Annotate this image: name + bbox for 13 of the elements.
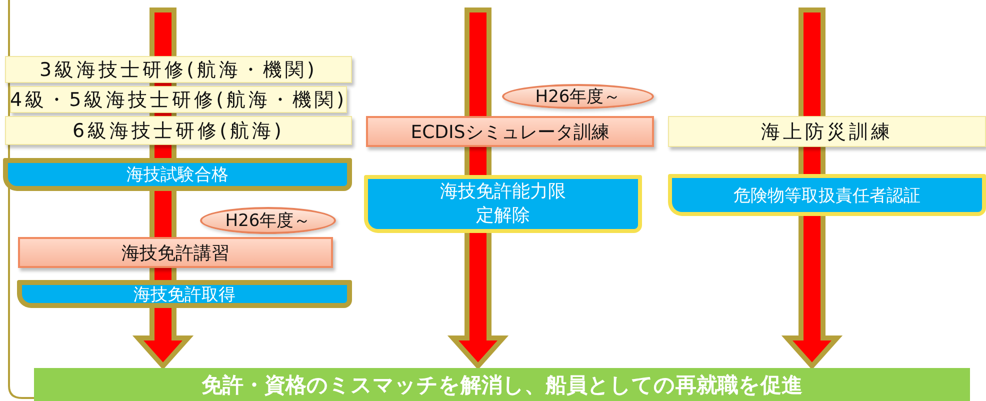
course-box: 海上防災訓練 bbox=[668, 116, 986, 147]
course-box: 6級海技士研修(航海) bbox=[5, 116, 352, 145]
result-box: 海技免許取得 bbox=[17, 280, 352, 308]
course-box: 3級海技士研修(航海・機関) bbox=[5, 56, 352, 83]
course-box: 4級・5級海技士研修(航海・機関) bbox=[10, 86, 347, 113]
course-box: 海技免許講習 bbox=[18, 237, 333, 268]
result-box: 海技免許能力限定解除 bbox=[364, 175, 642, 233]
course-box: ECDISシミュレータ訓練 bbox=[366, 116, 654, 147]
year-oval: H26年度～ bbox=[502, 84, 654, 109]
goal-band: 免許・資格のミスマッチを解消し、船員としての再就職を促進 bbox=[34, 368, 970, 401]
result-box: 危険物等取扱責任者認証 bbox=[668, 174, 986, 216]
result-box: 海技試験合格 bbox=[3, 158, 352, 191]
year-oval: H26年度～ bbox=[200, 207, 336, 234]
